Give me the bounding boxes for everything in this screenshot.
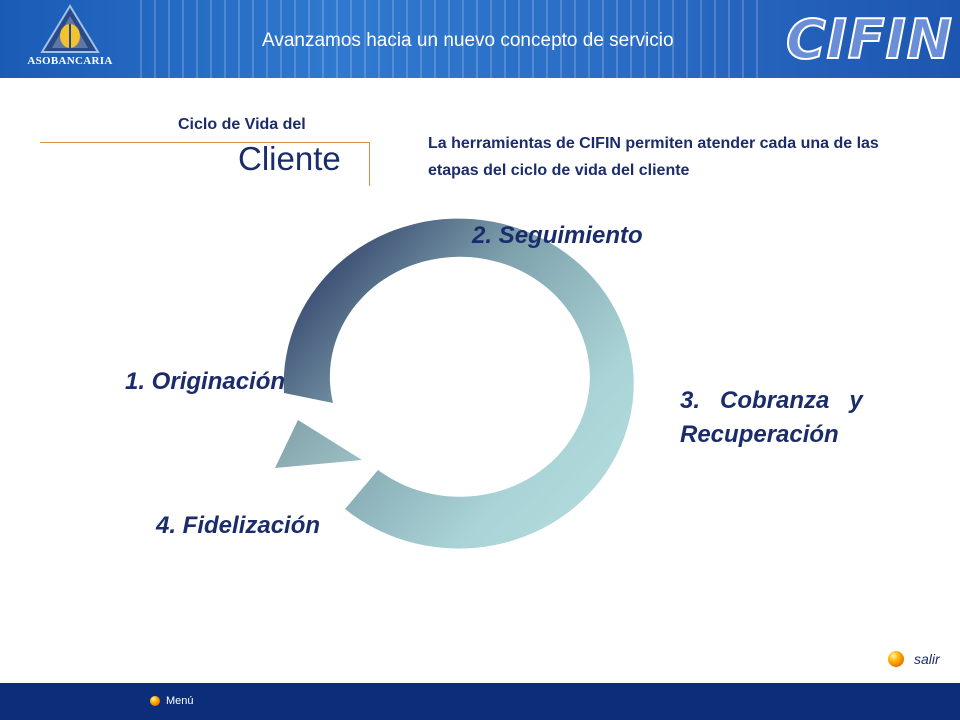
title-divider-vertical	[369, 142, 370, 186]
header-banner: ASOBANCARIA Avanzamos hacia un nuevo con…	[0, 0, 960, 78]
section-title-small: Ciclo de Vida del	[178, 116, 306, 133]
exit-bullet-icon	[888, 651, 904, 667]
asobancaria-logo: ASOBANCARIA	[0, 0, 140, 78]
stage-cobranza-line2: Recuperación	[680, 421, 839, 448]
asobancaria-emblem-icon	[40, 4, 100, 53]
page-title: Cliente	[238, 140, 341, 177]
asobancaria-logo-text: ASOBANCARIA	[27, 55, 113, 67]
header-tagline: Avanzamos hacia un nuevo concepto de ser…	[262, 30, 674, 51]
stage-cobranza: 3. Cobranza y Recuperación	[680, 384, 865, 452]
stage-seguimiento: 2. Seguimiento	[472, 222, 643, 249]
menu-label: Menú	[166, 695, 194, 707]
exit-button[interactable]: salir	[888, 648, 940, 670]
stage-originacion: 1. Originación	[125, 368, 286, 395]
exit-label: salir	[914, 651, 940, 667]
menu-bullet-icon	[150, 696, 160, 706]
cycle-arc	[283, 218, 634, 549]
cycle-arrowhead	[275, 420, 362, 468]
footer-bar	[0, 683, 960, 720]
cifin-logo: CIFIN	[785, 7, 953, 72]
header-decoration	[140, 0, 760, 78]
stage-fidelizacion: 4. Fidelización	[156, 512, 321, 539]
stage-cobranza-line1: 3. Cobranza y	[680, 387, 863, 414]
title-divider-horizontal	[40, 142, 370, 143]
menu-button[interactable]: Menú	[150, 695, 194, 707]
description-text: La herramientas de CIFIN permiten atende…	[428, 135, 879, 179]
cifin-logo-text: CIFIN	[785, 7, 953, 72]
